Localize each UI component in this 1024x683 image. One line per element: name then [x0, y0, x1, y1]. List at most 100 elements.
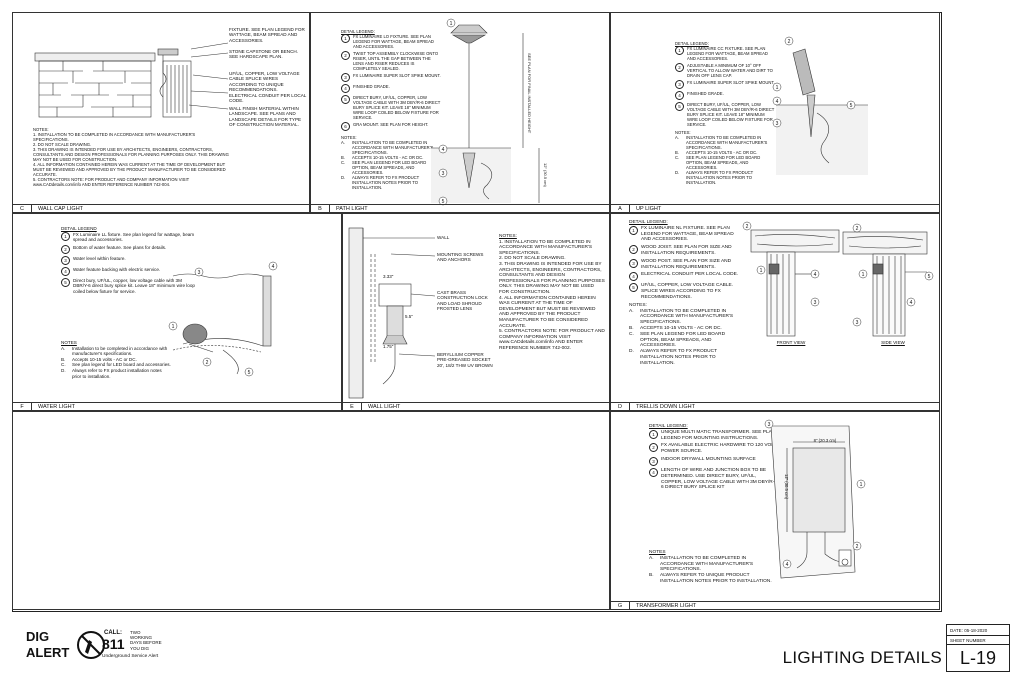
svg-text:1: 1: [760, 268, 763, 274]
note-key: A.: [675, 135, 679, 140]
notes-title: NOTES:: [675, 130, 691, 135]
note-text: ACCEPTS 10-15 VOLTS - AC OR DC.: [352, 155, 424, 160]
dimension-height: 12" (30.5 cm): [784, 474, 789, 499]
notes-block: NOTES: 1. INSTALLATION TO BE COMPLETED I…: [499, 234, 605, 351]
legend-text: UF/UL, COPPER, LOW VOLTAGE CABLE. SPLICE…: [641, 283, 734, 300]
panel-empty: [12, 411, 610, 610]
front-view-label: FRONT VIEW: [776, 340, 806, 345]
svg-text:4: 4: [442, 147, 445, 153]
legend-title: DETAIL LEGEND: [61, 226, 97, 231]
note: 5. CONTRACTORS NOTE: FOR PRODUCT AND COM…: [33, 177, 190, 187]
wall-light-drawing: 3.33" 5.5" 1.75": [348, 227, 436, 399]
note-text: ACCEPTS 10-15 VOLTS - AC OR DC.: [686, 150, 758, 155]
legend-number: 1: [675, 46, 684, 55]
svg-text:3: 3: [442, 171, 445, 177]
dig-alert-line2: ALERT: [26, 645, 70, 660]
legend-text: Water level within feature.: [73, 255, 126, 261]
legend-text: FX LUMINAIRE LO FIXTURE. SEE PLAN LEGEND…: [353, 34, 434, 49]
notes-title: NOTES:: [33, 127, 49, 132]
dimension-label: 3.33": [383, 274, 394, 279]
panel-title: TRANSFORMER LIGHT: [636, 603, 697, 609]
note-text: Accepts 10-15 volts - AC or DC.: [72, 356, 137, 362]
legend-number: 4: [649, 467, 658, 477]
legend-text: LENGTH OF WIRE AND JUNCTION BOX TO BE DE…: [661, 467, 775, 491]
panel-letter: C: [13, 205, 32, 212]
legend-number: 1: [61, 231, 70, 241]
dimension-height: SEE PLAN FOR FINAL INSTALLED HEIGHT: [527, 53, 532, 134]
legend-text: Water feature backing with electric serv…: [73, 266, 161, 272]
note-text: Installation to be completed in accordan…: [72, 345, 168, 357]
legend-text: Direct bury, UF/UL, copper, low voltage …: [73, 277, 195, 294]
note-key: B.: [649, 573, 654, 579]
svg-text:4: 4: [910, 300, 913, 306]
svg-text:2: 2: [746, 224, 749, 230]
svg-text:1: 1: [172, 324, 175, 330]
note: B. ACCEPTS 10-15 VOLTS - AC OR DC.: [341, 155, 441, 160]
water-light-drawing: 1 2 3 4 5: [168, 261, 278, 377]
panel-title: WATER LIGHT: [38, 404, 75, 410]
note: 4. ALL INFORMATION CONTAINED HEREIN WAS …: [499, 295, 596, 329]
legend-number: 3: [675, 80, 684, 89]
note-key: B.: [341, 155, 345, 160]
legend-text: UNIQUE MULTI MATIC TRANSFORMER. SEE PLAN…: [661, 429, 776, 441]
panel-title: PATH LIGHT: [336, 206, 368, 212]
legend-text: WOOD JOIST. SEE PLAN FOR SIZE AND INSTAL…: [641, 245, 732, 256]
legend-text: FX LUMINAIRE SUPER SLOT SPIKE MOUNT.: [687, 80, 775, 85]
date-value: 05-18-2020: [964, 628, 988, 633]
legend-text: WOOD POST. SEE PLAN FOR SIZE AND INSTALL…: [641, 258, 732, 270]
side-view-label: SIDE VIEW: [881, 340, 905, 345]
note-key: B.: [629, 325, 634, 331]
note-text: Always refer to FX product installation …: [72, 367, 162, 379]
call-number: 811: [102, 636, 125, 652]
note: C.See plan legend for LED board and acce…: [61, 362, 171, 368]
date-row: DATE: 05-18-2020: [947, 625, 1009, 636]
panel-title: WALL CAP LIGHT: [38, 206, 84, 212]
note: A.INSTALLATION TO BE COMPLETED IN ACCORD…: [341, 140, 441, 155]
note: D.ALWAYS REFER TO FX PRODUCT INSTALLATIO…: [675, 170, 775, 185]
legend-number: 5: [61, 277, 70, 287]
sheet-title: LIGHTING DETAILS: [782, 648, 942, 667]
callout-capstone: STONE CAPSTONE OR BENCH. SEE HARDSCAPE P…: [229, 49, 299, 60]
panel-letter: D: [611, 403, 630, 410]
notes-title: NOTES:: [341, 135, 357, 140]
legend-text: INDOOR DRYWALL MOUNTING SURFACE: [661, 456, 756, 462]
svg-text:4: 4: [776, 99, 779, 105]
legend-number: 3: [649, 456, 658, 466]
legend-text: TWIST TOP ASSEMBLY CLOCKWISE ONTO RISER,…: [353, 51, 439, 71]
callout-socket: BERYLLIUM COPPER PRE-GREASED SOCKET 20',…: [437, 352, 493, 368]
note-text: INSTALLATION TO BE COMPLETED IN ACCORDAN…: [640, 308, 734, 326]
note-key: A.: [341, 140, 345, 145]
svg-text:4: 4: [814, 272, 817, 278]
legend-text: FINISHED GRADE.: [353, 84, 390, 89]
note-key: D.: [675, 170, 680, 175]
call-days: TWO WORKING DAYS BEFORE YOU DIG: [130, 630, 162, 651]
panel-caption: C WALL CAP LIGHT: [13, 204, 309, 212]
notes-block: NOTES A.INSTALLATION TO BE COMPLETED IN …: [649, 550, 773, 585]
note: 1. INSTALLATION TO BE COMPLETED IN ACCOR…: [33, 132, 196, 142]
callout-construction: CAST BRASS CONSTRUCTION LOCK AND LOAD SH…: [437, 290, 488, 312]
dimension-width: 8" (20.3 cm): [813, 438, 837, 443]
note-key: B.: [675, 150, 679, 155]
callout-wall: WALL: [437, 235, 450, 240]
note-text: ALWAYS REFER TO FX PRODUCT INSTALLATION …: [352, 175, 420, 190]
date-label: DATE:: [950, 628, 963, 633]
drawing-sheet: FIXTURE. SEE PLAN LEGEND FOR WATTAGE, BE…: [12, 12, 1012, 672]
legend-number: 4: [675, 91, 684, 100]
legend-number: 4: [341, 84, 350, 93]
dimension-label: 5.5": [405, 314, 413, 319]
legend-number: 6: [341, 122, 350, 131]
